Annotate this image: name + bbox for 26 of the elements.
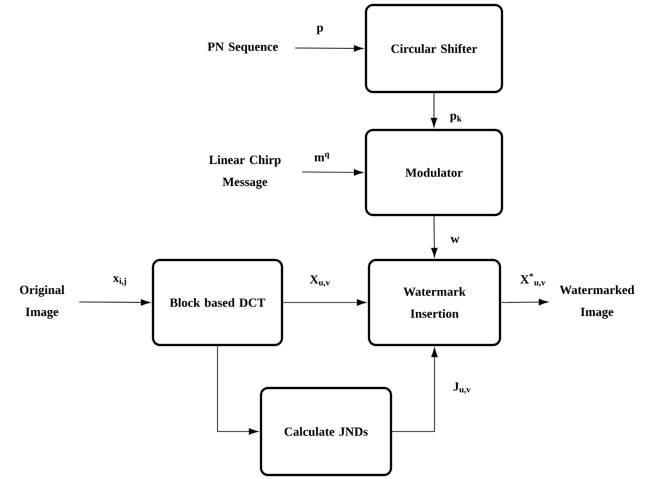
edge-label: J$_{u,v}$ (452, 381, 472, 395)
arrow (282, 299, 366, 306)
edge-label: p$_{k}$ (448, 112, 464, 124)
arrow (392, 348, 438, 432)
edge-label: X$_{u,v}$ (308, 274, 332, 288)
edge-label: w (449, 236, 461, 244)
process-box: Circular Shifter (364, 4, 504, 94)
arrow (500, 298, 548, 306)
arrow (294, 45, 364, 52)
edge-label: p (316, 24, 324, 36)
edge-label: X$^{*}$u,v (519, 272, 547, 288)
input-text: Linear Chirp Message (209, 155, 281, 189)
arrow (430, 92, 438, 128)
arrow (217, 346, 258, 435)
edge-label: m$^{q}$ (313, 152, 331, 162)
process-box: Watermark Insertion (368, 258, 502, 346)
process-box: Modulator (364, 128, 504, 216)
arrow (302, 169, 364, 176)
process-box: Block based DCT (152, 258, 284, 346)
arrow (78, 299, 150, 306)
process-box: Calculate JNDs (260, 386, 392, 476)
arrow (431, 216, 438, 258)
input-text: Watermarked Image (560, 285, 634, 319)
input-text: Original Image (20, 285, 64, 319)
input-text: PN Sequence (208, 42, 278, 54)
edge-label: x$_{i,j}$ (112, 275, 128, 287)
